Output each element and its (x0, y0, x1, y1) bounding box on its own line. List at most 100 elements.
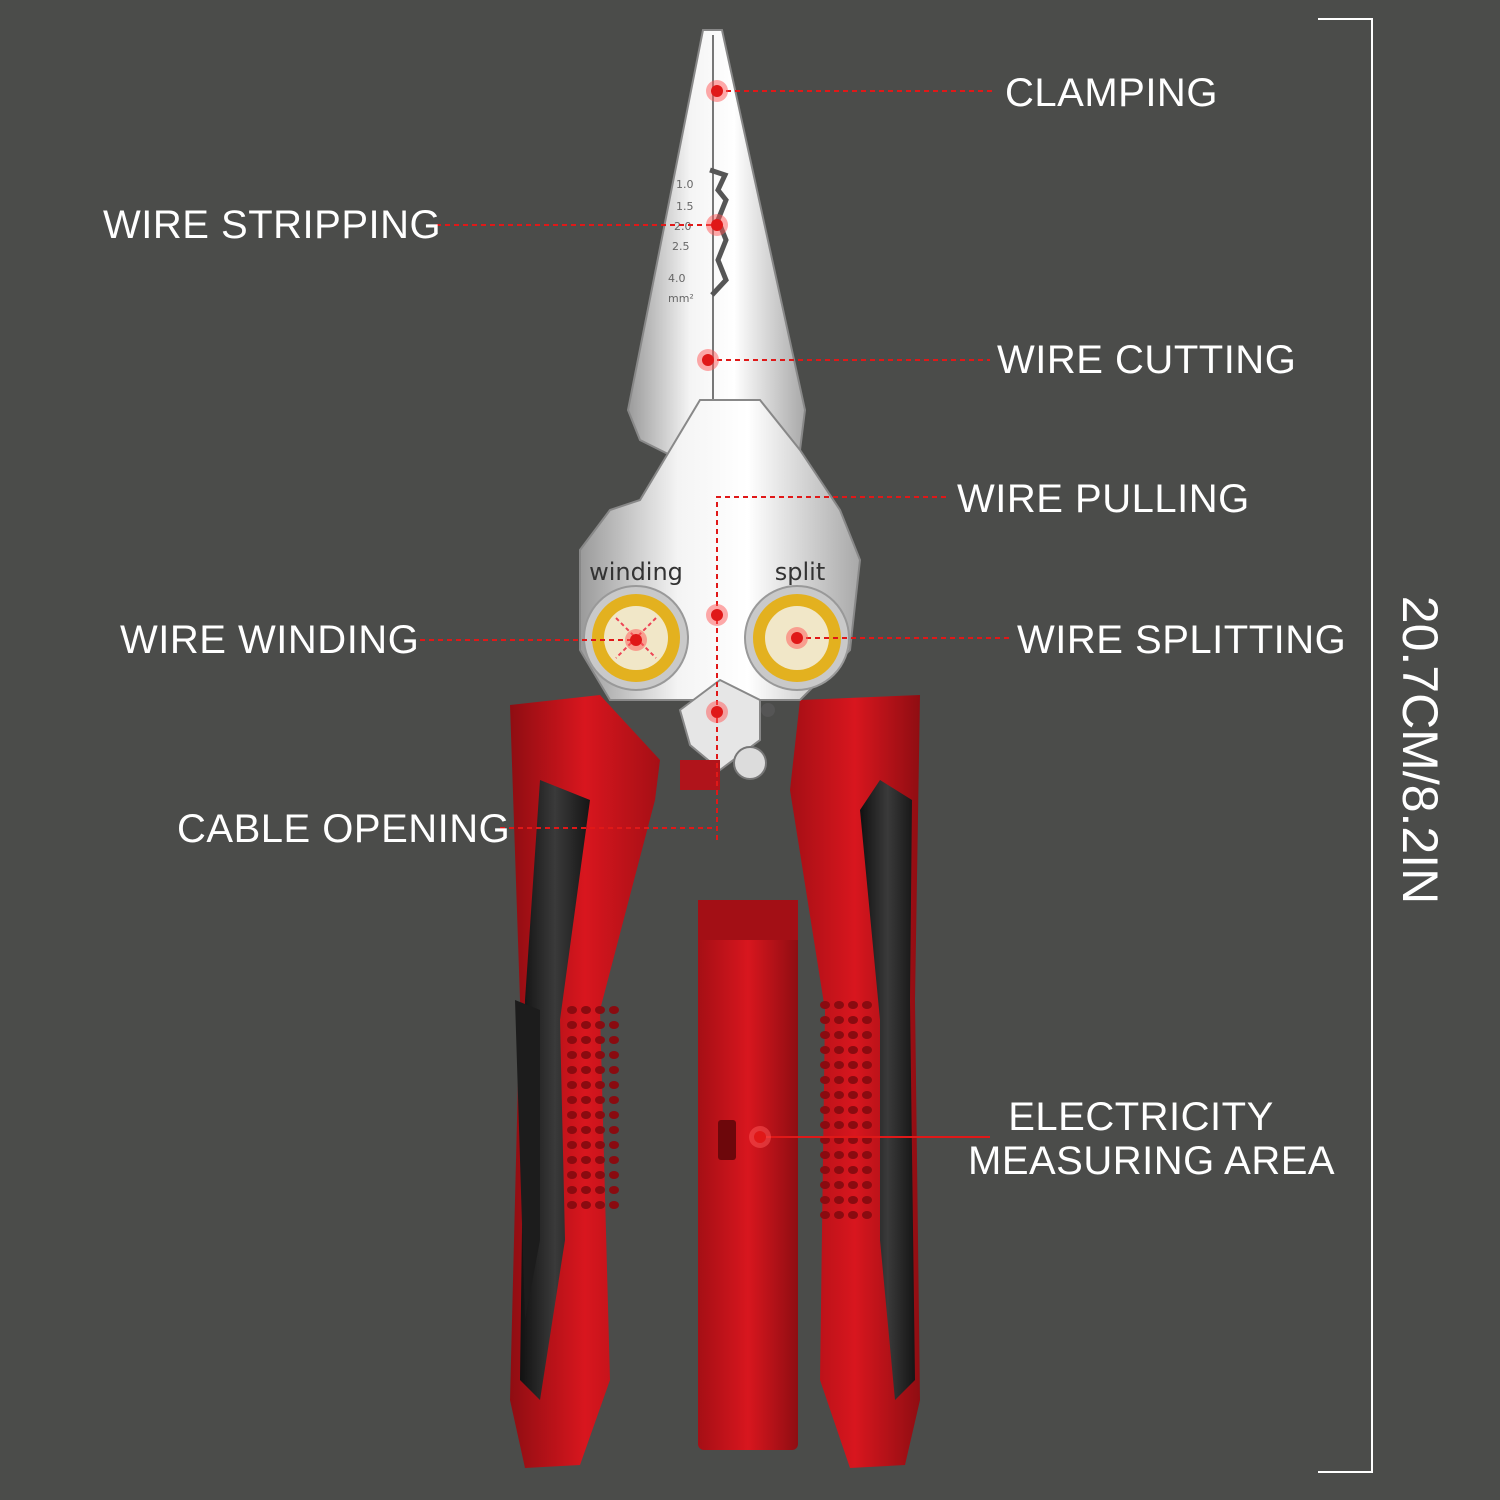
grip-dot (609, 1006, 619, 1014)
grip-dot (609, 1051, 619, 1059)
grip-dot (834, 1046, 844, 1054)
gauge-tick: 1.5 (676, 200, 694, 213)
grip-dot (609, 1141, 619, 1149)
grip-dot (834, 1061, 844, 1069)
grip-dot (862, 1091, 872, 1099)
grip-dot (848, 1211, 858, 1219)
gauge-unit: mm² (668, 292, 694, 305)
grip-dot (567, 1081, 577, 1089)
grip-dot (820, 1046, 830, 1054)
grip-dot (567, 1096, 577, 1104)
grip-dot (834, 1196, 844, 1204)
grip-dot (609, 1066, 619, 1074)
grip-dot (862, 1196, 872, 1204)
grip-dot (862, 1166, 872, 1174)
grip-dot (581, 1006, 591, 1014)
grip-dot (848, 1151, 858, 1159)
grip-dot (848, 1061, 858, 1069)
grip-dot (862, 1121, 872, 1129)
grip-dot (567, 1156, 577, 1164)
left-handle (510, 695, 660, 1468)
grip-dot (567, 1051, 577, 1059)
callout-clamping: CLAMPING (1005, 71, 1218, 115)
callout-lines (420, 90, 1012, 1138)
grip-dot (820, 1121, 830, 1129)
grip-dot (834, 1106, 844, 1114)
grip-dot (848, 1181, 858, 1189)
grip-dot (820, 1166, 830, 1174)
callout-line-1: ELECTRICITY (1008, 1095, 1274, 1139)
dimension-label: 20.7CM/8.2IN (1392, 595, 1448, 905)
grip-dot (834, 1181, 844, 1189)
grip-dot (834, 1151, 844, 1159)
callout-line-2: MEASURING AREA (968, 1139, 1336, 1183)
grip-dot (862, 1016, 872, 1024)
grip-dot (595, 1201, 605, 1209)
dimension-bracket (1318, 18, 1373, 1473)
grip-dot (820, 1031, 830, 1039)
grip-dot (834, 1076, 844, 1084)
grip-dot (848, 1001, 858, 1009)
grip-dot (862, 1001, 872, 1009)
grip-dot (848, 1106, 858, 1114)
grip-dot (595, 1051, 605, 1059)
grip-dot (595, 1171, 605, 1179)
right-grip-dots (820, 1001, 872, 1219)
grip-dot (862, 1181, 872, 1189)
grip-dot (862, 1076, 872, 1084)
callout-wire-cutting: WIRE CUTTING (997, 338, 1297, 382)
grip-dot (834, 1031, 844, 1039)
grip-dot (862, 1106, 872, 1114)
grip-dot (609, 1021, 619, 1029)
grip-dot (834, 1001, 844, 1009)
grip-dot (820, 1091, 830, 1099)
electricity-tester-body (698, 900, 798, 1450)
grip-dot (595, 1036, 605, 1044)
strip-gauge: 1.0 1.5 2.0 2.5 4.0 mm² (668, 178, 694, 305)
split-marking: split (775, 558, 825, 586)
grip-dot (567, 1036, 577, 1044)
grip-dot (820, 1106, 830, 1114)
grip-dot (848, 1196, 858, 1204)
grip-dot (595, 1021, 605, 1029)
grip-dot (567, 1141, 577, 1149)
grip-dot (581, 1186, 591, 1194)
grip-dot (609, 1171, 619, 1179)
gauge-tick: 1.0 (676, 178, 694, 191)
grip-dot (581, 1171, 591, 1179)
grip-dot (820, 1151, 830, 1159)
grip-dot (595, 1066, 605, 1074)
grip-dot (595, 1081, 605, 1089)
callout-wire-stripping: WIRE STRIPPING (103, 203, 442, 247)
grip-dot (567, 1021, 577, 1029)
grip-dot (820, 1196, 830, 1204)
callout-wire-pulling: WIRE PULLING (957, 477, 1250, 521)
gauge-tick: 2.0 (674, 220, 692, 233)
grip-dot (848, 1091, 858, 1099)
grip-dot (595, 1096, 605, 1104)
grip-dot (862, 1211, 872, 1219)
grip-dot (862, 1031, 872, 1039)
grip-dot (848, 1076, 858, 1084)
grip-dot (581, 1036, 591, 1044)
grip-dot (567, 1186, 577, 1194)
grip-dot (820, 1076, 830, 1084)
grip-dot (595, 1156, 605, 1164)
grip-dot (595, 1141, 605, 1149)
right-handle (790, 695, 920, 1468)
left-grip-dots (567, 1006, 619, 1209)
grip-dot (567, 1126, 577, 1134)
callout-wire-winding: WIRE WINDING (120, 618, 420, 662)
grip-dot (848, 1046, 858, 1054)
grip-dot (581, 1126, 591, 1134)
grip-dot (834, 1121, 844, 1129)
grip-dot (581, 1111, 591, 1119)
winding-marking: winding (589, 558, 683, 586)
grip-dot (834, 1091, 844, 1099)
grip-dot (609, 1201, 619, 1209)
grip-dot (609, 1081, 619, 1089)
grip-dot (820, 1001, 830, 1009)
grip-dot (834, 1166, 844, 1174)
gauge-tick: 4.0 (668, 272, 686, 285)
